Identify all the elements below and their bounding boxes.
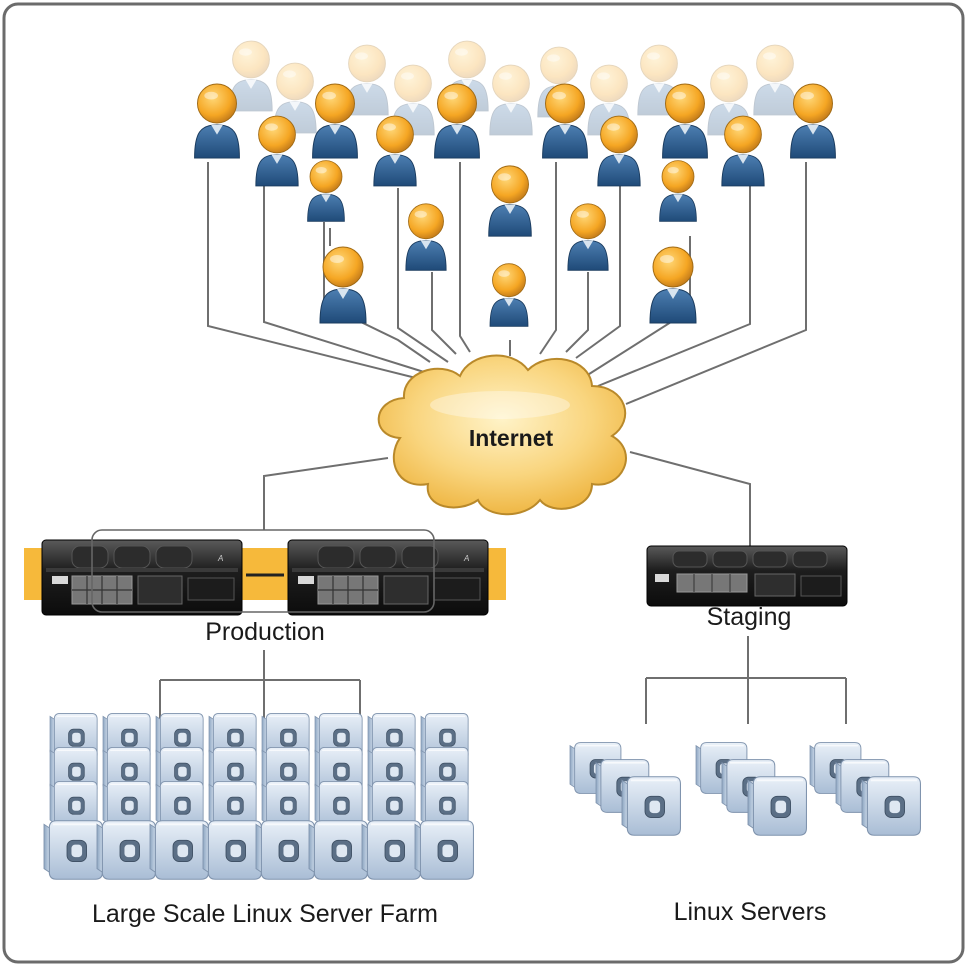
farm-label: Large Scale Linux Server Farm — [92, 900, 438, 928]
cloud-icon — [377, 354, 627, 516]
staging-label: Staging — [707, 603, 792, 631]
server-icon — [148, 819, 210, 881]
internet-label: Internet — [469, 425, 554, 451]
cloud-uplinks — [263, 451, 751, 548]
user-connection-line — [397, 188, 449, 363]
server-icon — [201, 819, 263, 881]
user-connection-line — [597, 186, 751, 387]
linux-servers-label: Linux Servers — [674, 898, 827, 926]
server-icon — [307, 819, 369, 881]
server-icon — [620, 775, 682, 837]
user-connection-line — [431, 272, 457, 355]
production-label: Production — [205, 618, 325, 646]
user-connection-line — [539, 162, 557, 355]
server-icon — [746, 775, 808, 837]
user-connection-line — [625, 162, 807, 405]
server-icon — [360, 819, 422, 881]
production-cluster-box — [91, 529, 435, 613]
staging-appliance — [646, 545, 848, 607]
server-icon — [254, 819, 316, 881]
farm-links — [159, 650, 361, 720]
server-icon — [413, 819, 475, 881]
staging-links — [645, 636, 847, 724]
server-icon — [95, 819, 157, 881]
server-icon — [860, 775, 922, 837]
user-connection-line — [565, 272, 589, 353]
user-connection-line — [459, 162, 471, 353]
production-appliance-left — [41, 539, 243, 616]
user-connection-line — [263, 186, 425, 373]
server-icon — [42, 819, 104, 881]
production-appliance-right — [287, 539, 489, 616]
user-connection-line — [575, 186, 621, 359]
user-connection-line — [207, 162, 417, 379]
